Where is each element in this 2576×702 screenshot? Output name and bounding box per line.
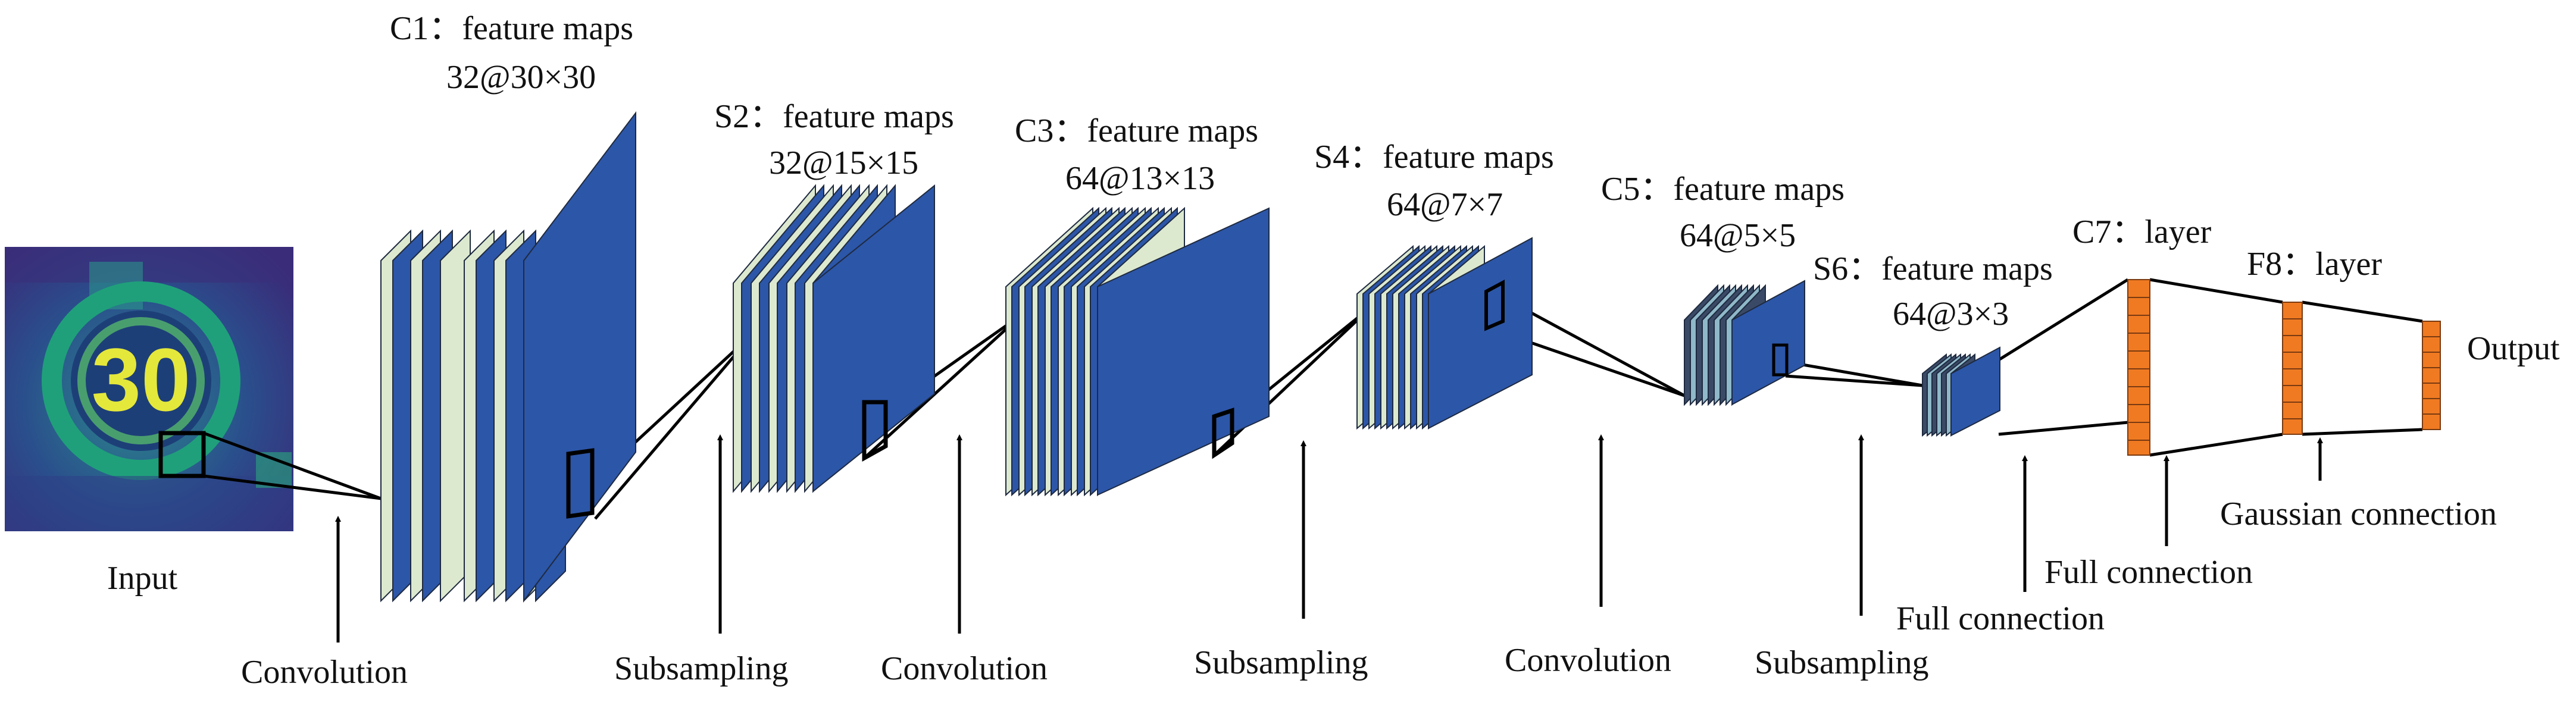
op-convolution-1: Convolution (241, 654, 408, 691)
c3-feature-maps (1005, 206, 1270, 497)
op-subsampling-2: Subsampling (1194, 644, 1368, 681)
input-image: 30 (5, 247, 293, 531)
c5-size: 64@5×5 (1680, 217, 1796, 254)
op-convolution-3: Convolution (1505, 642, 1672, 679)
sign-number: 30 (92, 330, 191, 430)
s6-size: 64@3×3 (1893, 296, 2009, 333)
s4-size: 64@7×7 (1387, 186, 1503, 223)
c7-title: C7：layer (2072, 214, 2212, 250)
op-convolution-2: Convolution (881, 650, 1048, 687)
s2-title: S2：feature maps (714, 98, 954, 135)
s4-feature-maps (1356, 237, 1533, 430)
projection-lines (203, 278, 2423, 520)
op-full-connection-2: Full connection (2044, 554, 2253, 591)
s4-title: S4：feature maps (1314, 139, 1554, 175)
output-label: Output (2467, 330, 2560, 367)
op-subsampling-1: Subsampling (614, 650, 789, 687)
c1-receptive-window (566, 448, 595, 519)
f8-title: F8：layer (2247, 246, 2383, 283)
operation-arrows (335, 434, 2323, 643)
input-receptive-window (158, 431, 206, 478)
s6-feature-maps (1922, 346, 2000, 437)
c3-size: 64@13×13 (1065, 160, 1215, 197)
s6-title: S6：feature maps (1813, 250, 2053, 287)
input-label: Input (107, 560, 178, 597)
c3-title: C3：feature maps (1015, 112, 1258, 149)
c5-title: C5：feature maps (1601, 171, 1845, 208)
op-subsampling-3: Subsampling (1755, 644, 1929, 681)
f8-layer-neurons (2282, 302, 2303, 435)
s2-size: 32@15×15 (769, 145, 919, 181)
s2-feature-maps (733, 184, 935, 493)
c5-feature-maps (1684, 280, 1805, 406)
c7-layer-neurons (2127, 279, 2150, 456)
op-gaussian-connection: Gaussian connection (2220, 496, 2497, 532)
c1-feature-maps (380, 111, 636, 603)
c1-size: 32@30×30 (446, 59, 596, 96)
c1-title: C1：feature maps (390, 10, 633, 47)
output-neurons (2422, 321, 2441, 430)
op-full-connection-1: Full connection (1896, 600, 2105, 637)
